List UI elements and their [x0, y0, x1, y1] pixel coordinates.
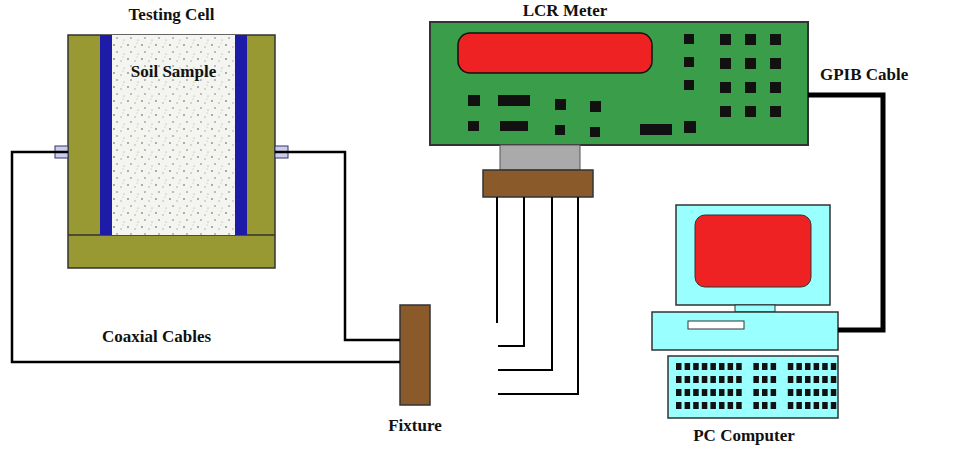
- lcr-meter: LCR Meter: [430, 22, 808, 197]
- fixture-wires: [497, 197, 578, 394]
- node-label: LCR Meter: [500, 2, 630, 21]
- lcr-meter: [430, 22, 808, 197]
- node-label: Soil Sample: [128, 63, 219, 82]
- gpib-cable: [808, 95, 883, 330]
- testing-cell: Testing CellSoil Sample: [68, 35, 275, 268]
- node-label: Testing Cell: [68, 6, 275, 25]
- node-label: Fixture: [370, 417, 460, 436]
- fixture: Fixture: [400, 305, 498, 442]
- cable-label: Coaxial Cables: [100, 328, 213, 347]
- soil-sample: Soil Sample: [112, 35, 235, 235]
- fixture-block: [400, 305, 430, 405]
- cable-label: GPIB Cable: [818, 66, 910, 85]
- node-label: PC Computer: [669, 427, 819, 446]
- coaxial-cable: [275, 152, 400, 340]
- testing-cell: [55, 35, 288, 268]
- coaxial-cable: [12, 152, 400, 362]
- pc-computer: PC Computer: [650, 205, 838, 450]
- pc-computer: [652, 205, 838, 418]
